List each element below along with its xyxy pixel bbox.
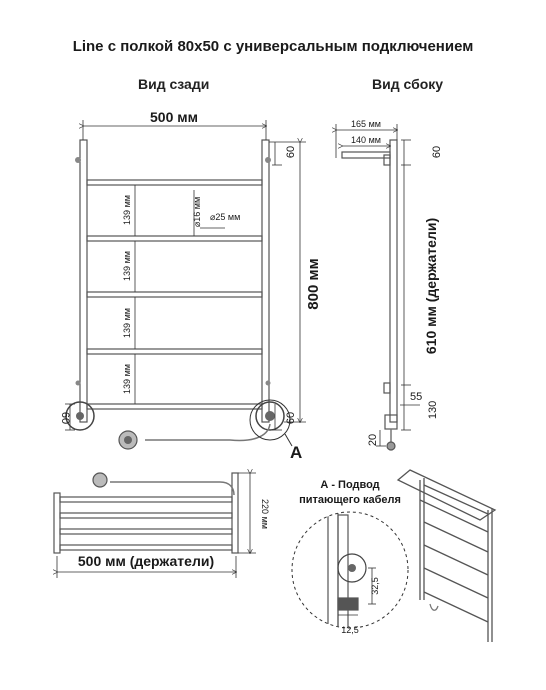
rung: [86, 291, 263, 298]
step-dim: 139 мм: [122, 195, 132, 225]
marker-a: A: [290, 443, 302, 462]
pipe-25-dim: ⌀25 мм: [210, 212, 240, 222]
side-view: [341, 139, 398, 451]
back-view: [65, 139, 293, 450]
shelf-view: [53, 472, 239, 554]
bottom-60-dim: 60: [285, 412, 297, 424]
rung: [86, 403, 263, 410]
step-dim: 139 мм: [122, 308, 132, 338]
left-60-dim: 60: [59, 412, 71, 424]
bottom-cap-left: [65, 401, 95, 431]
detail-caption-2: питающего кабеля: [299, 494, 401, 506]
detail-32-5: 32,5: [370, 577, 380, 595]
side-55-dim: 55: [410, 391, 422, 403]
side-20-dim: 20: [367, 434, 379, 446]
page-title: Line с полкой 80х50 с универсальным подк…: [72, 38, 474, 55]
rung: [86, 235, 263, 242]
bottom-cap-right: [255, 401, 285, 431]
detail-caption-1: А - Подвод: [320, 479, 379, 491]
shelf-220-dim: 220 мм: [260, 499, 270, 529]
shelf-holders-dim: 500 мм (держатели): [78, 553, 214, 569]
step-dim: 139 мм: [122, 364, 132, 394]
depth-165: 165 мм: [351, 119, 381, 129]
holders-610-dim: 610 мм (держатели): [423, 218, 439, 354]
rung: [86, 179, 263, 186]
side-130-dim: 130: [427, 401, 439, 419]
right-post: [261, 139, 270, 423]
detail-12-5: 12,5: [341, 625, 359, 635]
rung: [86, 348, 263, 355]
width-dim: 500 мм: [150, 109, 198, 125]
depth-140: 140 мм: [351, 135, 381, 145]
pipe-16-dim: ⌀16 мм: [192, 197, 202, 227]
top-shelf-bar: [341, 151, 391, 159]
step-dim: 139 мм: [122, 251, 132, 281]
side-view-label: Вид сбоку: [372, 76, 444, 92]
back-view-label: Вид сзади: [138, 76, 210, 92]
top-60-dim: 60: [285, 146, 297, 158]
side-60-dim: 60: [431, 146, 443, 158]
height-dim: 800 мм: [305, 258, 322, 309]
perspective-view: [396, 469, 497, 642]
left-post: [79, 139, 88, 423]
